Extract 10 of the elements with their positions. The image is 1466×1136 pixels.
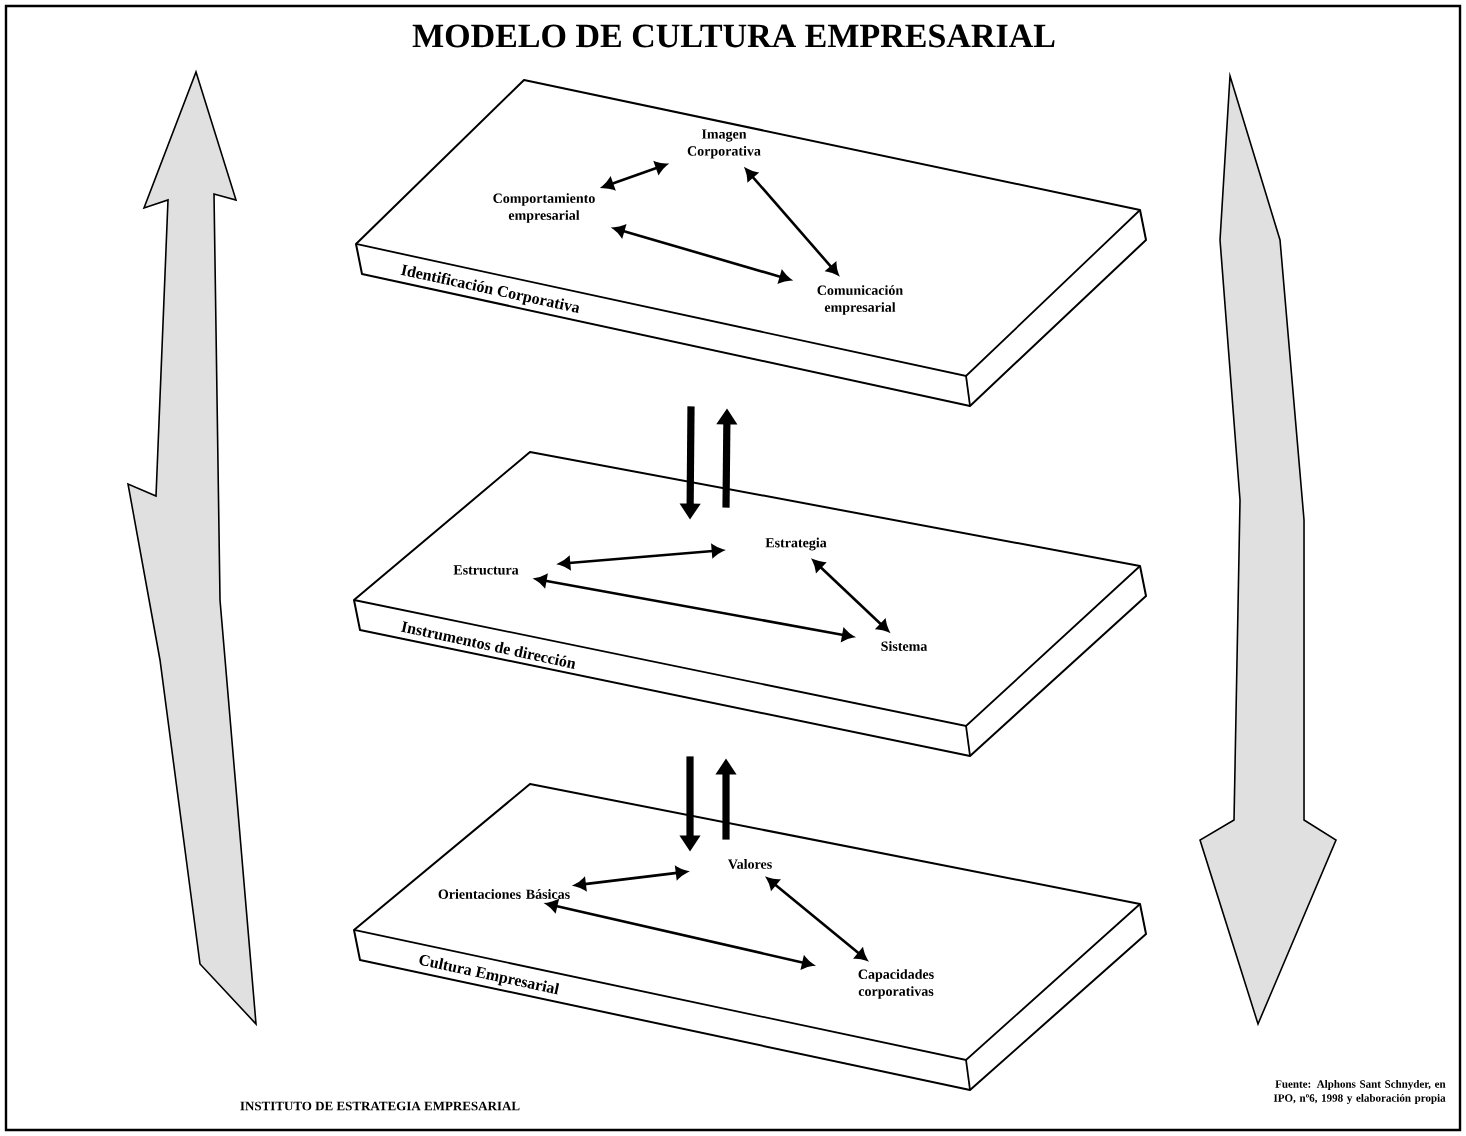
- arrow: [602, 161, 667, 190]
- arrow: [613, 224, 791, 284]
- arrow: [574, 866, 688, 891]
- arrow: [558, 544, 724, 570]
- title: MODELO DE CULTURA EMPRESARIAL: [412, 24, 1055, 48]
- arrow: [766, 877, 868, 961]
- arrow: [812, 559, 890, 632]
- arrow: [546, 899, 814, 970]
- arrow: [535, 574, 854, 642]
- arrow: [745, 168, 839, 276]
